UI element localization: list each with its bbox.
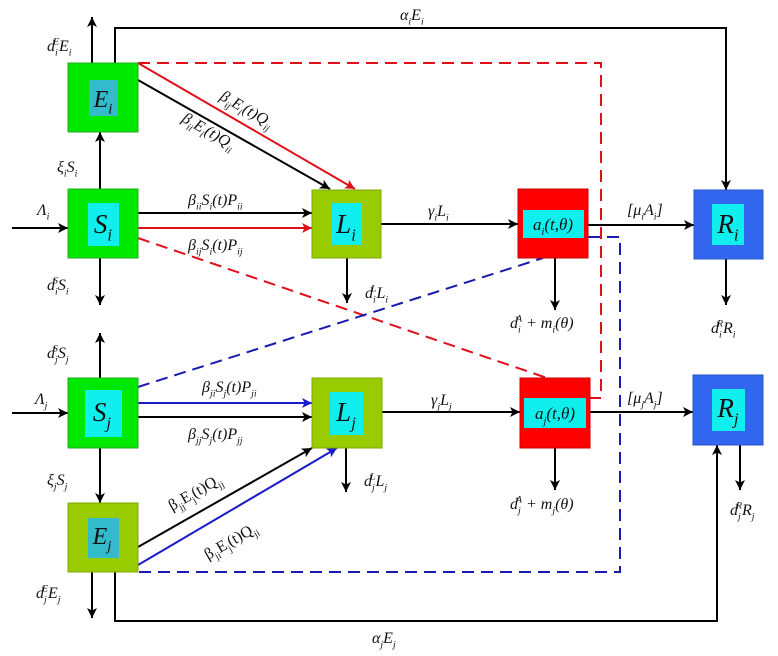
compartment-Ei: Ei	[67, 62, 139, 133]
arrow-Ej-to-Lj-local	[137, 447, 313, 548]
compartment-Sj-inner	[85, 390, 122, 437]
compartment-Lj-inner	[330, 392, 363, 435]
compartment-Aj: aj(t,θ)	[519, 377, 591, 449]
compartment-Rj-inner	[712, 389, 745, 431]
compartment-Ai-label: ai(t,θ)	[533, 215, 573, 238]
label-dE-j: djEEj	[36, 583, 61, 605]
compartment-Ri-inner	[712, 204, 744, 245]
compartment-Aj-inner	[524, 398, 586, 428]
compartment-Ej-inner	[88, 518, 119, 558]
compartment-Aj-label: aj(t,θ)	[535, 404, 575, 427]
label-beta-jj-E: βjjEj(t)Qjj	[166, 471, 227, 518]
compartment-Ri: Ri	[693, 189, 764, 260]
label-mu-i: [μiAi]	[627, 202, 663, 222]
compartment-Si-inner	[88, 203, 119, 246]
compartment-Sj: Sj	[67, 377, 139, 449]
label-Lambda-j: Λj	[33, 391, 48, 411]
label-dE-i: diEEi	[47, 36, 72, 58]
label-xi-i: ξiSi	[57, 159, 78, 179]
arrow-Ej-to-Lj-cross	[137, 447, 338, 566]
arrow-Ej-to-Rj	[114, 445, 722, 622]
label-beta-jj-S: βjjSj(t)Pjj	[187, 426, 243, 446]
label-gamma-j: γjLj	[431, 392, 452, 412]
label-beta-ji-S: βjiSj(t)Pji	[201, 379, 257, 399]
label-dA-j: djA + mj(θ)	[510, 494, 574, 516]
label-Lambda-i: Λi	[35, 202, 50, 222]
label-dS-i: diSSi	[47, 275, 69, 297]
arrow-Ei-to-Ri	[114, 27, 731, 190]
compartment-Li: Li	[311, 189, 382, 259]
label-dL-j: djLLj	[364, 471, 387, 493]
label-dL-i: diLLi	[365, 283, 388, 305]
label-dS-j: djSSj	[47, 343, 69, 365]
label-xi-j: ξjSj	[47, 472, 68, 492]
dashed-link-Ai-to-Ej	[138, 236, 621, 573]
label-alpha-i: αiEi	[400, 7, 424, 27]
compartment-Si-label: Si	[94, 209, 113, 245]
compartment-Ej: Ej	[67, 502, 139, 573]
compartment-Ai: ai(t,θ)	[517, 188, 589, 259]
compartment-Ei-inner	[89, 80, 118, 116]
label-mu-j: [μjAj]	[627, 390, 663, 410]
compartment-Ai-inner	[523, 210, 584, 238]
compartment-Lj: Lj	[311, 377, 383, 449]
compartment-Ej-label: Ej	[92, 524, 112, 555]
arrow-Ei-to-Li-local	[137, 79, 331, 190]
dashed-link-Si-to-Aj	[137, 237, 548, 379]
label-beta-ji-E: βjiEj(t)Qji	[202, 519, 263, 566]
label-dR-j: djRRj	[730, 500, 755, 522]
compartment-Li-label: Li	[335, 209, 356, 245]
dashed-link-Sj-to-Ai	[137, 257, 544, 388]
arrow-Ei-to-Li-cross	[137, 62, 356, 190]
dashed-link-Ei-to-Aj	[138, 62, 602, 399]
label-dA-i: diA + mi(θ)	[510, 313, 574, 335]
compartment-Rj: Rj	[692, 374, 764, 446]
label-beta-ii-S: βiiSi(t)Pii	[187, 192, 243, 212]
label-beta-ii-E: βiiEi(t)Qii	[176, 109, 238, 156]
compartment-Sj-label: Sj	[93, 397, 112, 433]
compartment-Si: Si	[67, 188, 139, 259]
compartment-Ri-label: Ri	[716, 209, 739, 245]
label-dR-i: diRRi	[711, 318, 736, 340]
label-gamma-i: γiLi	[428, 203, 449, 223]
compartment-Lj-label: Lj	[335, 397, 356, 433]
compartment-Ei-label: Ei	[93, 87, 113, 118]
label-beta-ij-S: βijSi(t)Pij	[187, 237, 243, 257]
compartment-Li-inner	[332, 203, 362, 245]
label-alpha-j: αjEj	[372, 630, 396, 650]
compartment-Rj-label: Rj	[716, 393, 739, 429]
